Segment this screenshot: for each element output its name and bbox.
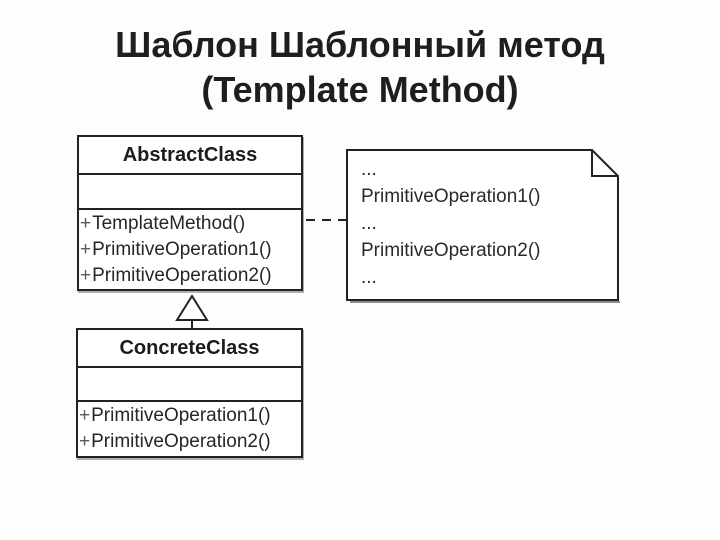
visibility-marker: +	[80, 213, 92, 234]
note-line: ...	[361, 213, 377, 234]
method-label: PrimitiveOperation1()	[92, 239, 272, 260]
method-label: TemplateMethod()	[92, 213, 246, 234]
class-name-concreteclass: ConcreteClass	[119, 336, 260, 359]
slide-title: Шаблон Шаблонный метод (Template Method)	[0, 22, 720, 112]
concreteclass-methods-compartment: +PrimitiveOperation1() +PrimitiveOperati…	[78, 400, 301, 455]
method-label: PrimitiveOperation2()	[92, 265, 272, 286]
method-primitive-operation1: +PrimitiveOperation1()	[79, 403, 301, 429]
method-primitive-operation1: +PrimitiveOperation1()	[80, 237, 301, 263]
visibility-marker: +	[79, 431, 91, 452]
uml-class-concreteclass: ConcreteClass +PrimitiveOperation1() +Pr…	[76, 328, 303, 458]
abstractclass-attributes-compartment	[79, 173, 301, 208]
inheritance-triangle-icon	[175, 294, 209, 321]
note-line: PrimitiveOperation2()	[361, 240, 541, 261]
uml-class-abstractclass: AbstractClass +TemplateMethod() +Primiti…	[77, 135, 303, 291]
uml-note-shape	[346, 149, 619, 301]
method-primitive-operation2: +PrimitiveOperation2()	[80, 263, 301, 289]
note-line: PrimitiveOperation1()	[361, 186, 541, 207]
visibility-marker: +	[80, 265, 92, 286]
method-primitive-operation2: +PrimitiveOperation2()	[79, 429, 301, 455]
note-fold-icon	[591, 150, 618, 177]
slide-title-line1: Шаблон Шаблонный метод	[115, 24, 605, 65]
note-line: ...	[361, 267, 377, 288]
note-line: ...	[361, 159, 377, 180]
visibility-marker: +	[80, 239, 92, 260]
method-label: PrimitiveOperation2()	[91, 431, 271, 452]
concreteclass-attributes-compartment	[78, 366, 301, 400]
class-name-abstractclass: AbstractClass	[122, 143, 258, 166]
abstractclass-methods-compartment: +TemplateMethod() +PrimitiveOperation1()…	[79, 208, 301, 289]
visibility-marker: +	[79, 405, 91, 426]
method-template-method: +TemplateMethod()	[80, 211, 301, 237]
slide-title-line2: (Template Method)	[201, 69, 519, 110]
method-label: PrimitiveOperation1()	[91, 405, 271, 426]
uml-note-text: ... PrimitiveOperation1() ... PrimitiveO…	[361, 156, 607, 291]
